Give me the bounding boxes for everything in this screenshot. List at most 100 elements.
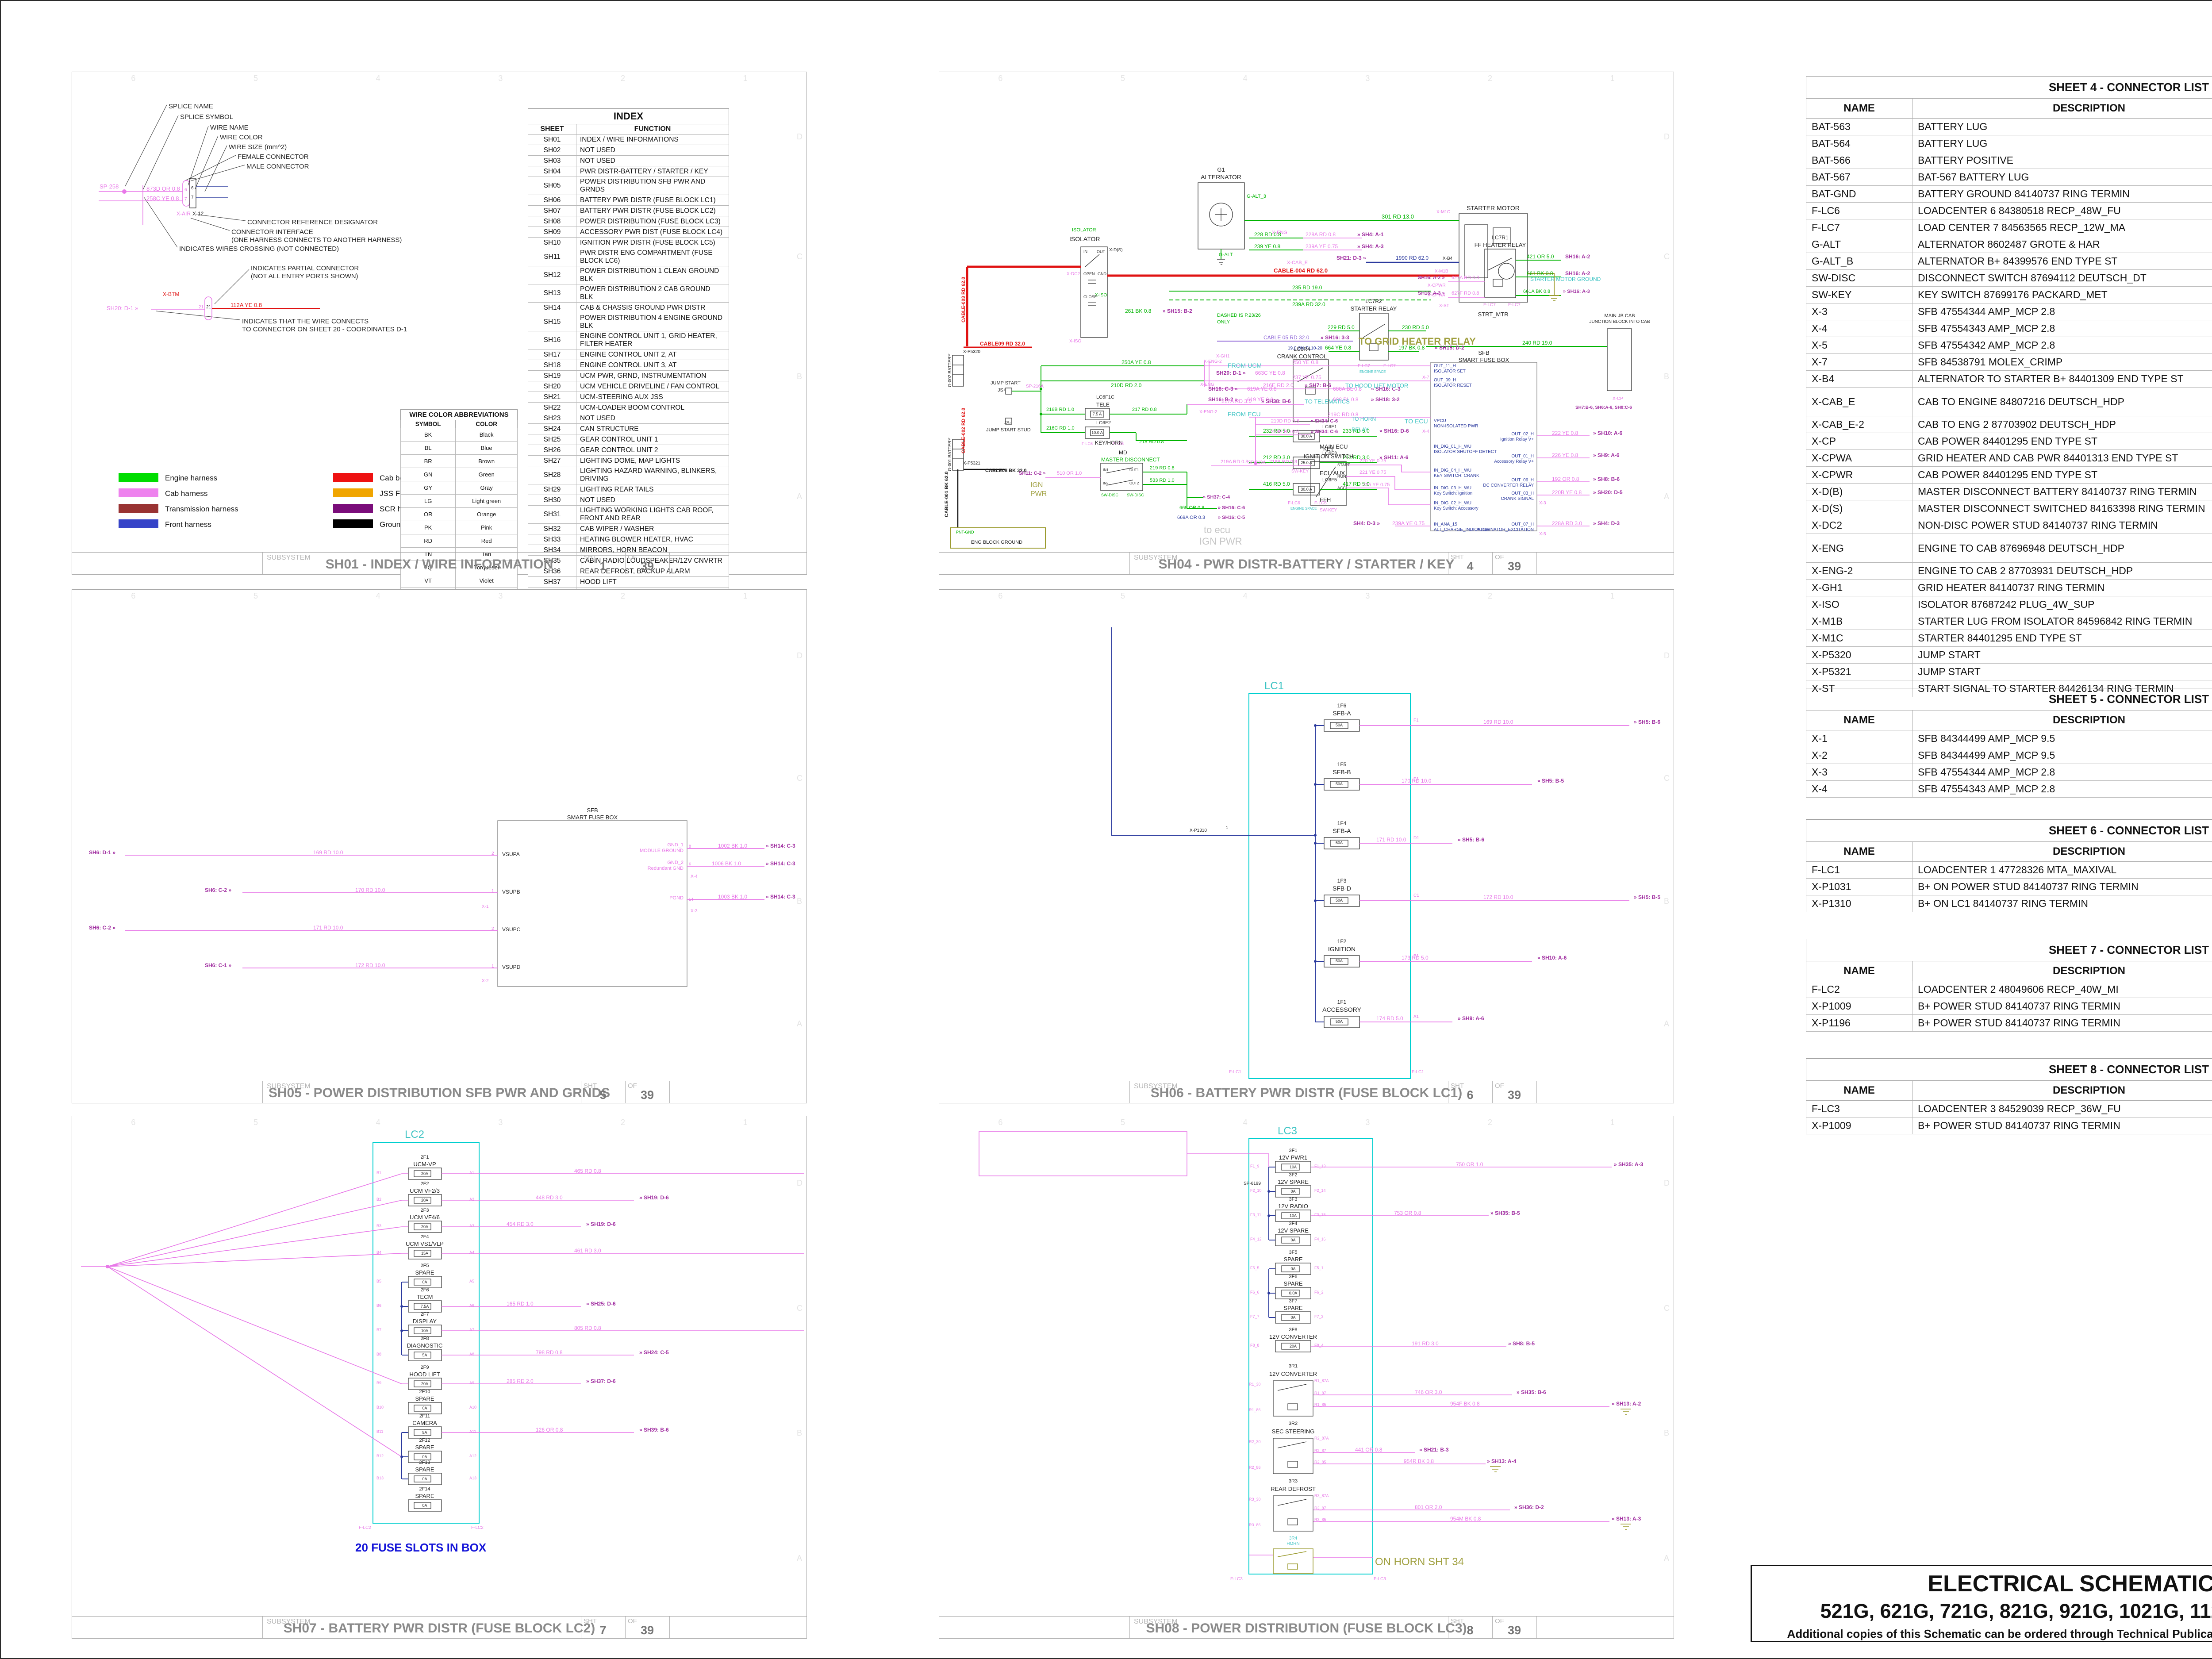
label: OUT (1097, 250, 1105, 254)
label: 21 (206, 305, 211, 310)
label: INDICATES THAT THE WIRE CONNECTS (242, 318, 369, 325)
label: » SH9: A-6 (1458, 1015, 1484, 1022)
label: F7_3 (1314, 1314, 1324, 1319)
label: 19.0 ON PL10-20 (1288, 346, 1322, 351)
label: LC3 (1278, 1125, 1298, 1137)
label: 20A (421, 1198, 429, 1202)
label: SH20: D-1 » (107, 305, 138, 311)
label: 2F7 (420, 1312, 429, 1317)
label: 441 OR 0.8 (1355, 1447, 1382, 1453)
label: » SH8: B-6 (1593, 476, 1620, 482)
label: PGND (669, 895, 684, 901)
label: 2F10 (419, 1389, 430, 1394)
label: 126 OR 0.8 (536, 1427, 563, 1433)
label: 169 RD 10.0 (1483, 719, 1513, 725)
ruler-mark: C (1664, 252, 1670, 261)
label: 5A (422, 1353, 427, 1357)
label: LC6F3 (1322, 451, 1337, 456)
label: 220B YE 0.8 (1552, 489, 1582, 495)
ruler-mark: 1 (1610, 1118, 1615, 1127)
ruler-mark: B (797, 896, 803, 906)
label: SPLICE SYMBOL (180, 113, 234, 121)
label: B13 (376, 1476, 384, 1480)
label: SH16: B-2 » (1208, 396, 1238, 403)
label: TO CONNECTOR ON SHEET 20 - COORDINATES D… (242, 326, 407, 333)
label: SFB (1478, 349, 1490, 356)
label: » SH11: A-6 (1379, 454, 1409, 461)
label: NON-ISOLATED PWR (1434, 424, 1479, 429)
label: » SH4: D-3 (1593, 520, 1620, 526)
label: IN_DIG_03_H_WU (1434, 486, 1472, 491)
label: X-ENG-2 (1204, 359, 1222, 364)
label: 213 RD 3.0 (1343, 454, 1370, 461)
label: 20A (421, 1171, 429, 1176)
legend-label: Cab harness (165, 489, 208, 498)
ruler-mark: 1 (743, 591, 748, 600)
label: DC CONVERTER RELAY (1483, 483, 1534, 488)
label: MAIN JB CAB (1604, 313, 1635, 319)
label: JS+ (998, 388, 1006, 393)
label: SFB-D (1333, 885, 1351, 892)
label: » SH16: 3-3 (1321, 334, 1349, 341)
ruler-mark: 5 (1121, 74, 1125, 83)
label: X-12 (192, 211, 204, 217)
label: CABLE-002 RD 62.0 (961, 407, 966, 453)
label: » SH37: D-6 (586, 1378, 616, 1384)
label: 1F2 (1337, 938, 1347, 945)
label: 30.0 A (1301, 487, 1312, 492)
sheet-footer: SUBSYSTEM SH06 - BATTERY PWR DISTR (FUSE… (939, 1081, 1674, 1103)
label: » SH21: B-3 (1419, 1447, 1449, 1453)
legend-swatch (333, 473, 373, 482)
label: IN1 (1103, 468, 1109, 472)
label: ISOLATOR (1072, 227, 1096, 233)
label: MALE CONNECTOR (246, 163, 309, 170)
label: » SH4: A-1 (1357, 231, 1384, 238)
label: CLOSE (1083, 295, 1097, 299)
ruler-mark: 2 (621, 1118, 626, 1127)
label: 228A RD 3.0 (1552, 520, 1582, 526)
label: 197 BK 0.8 (1398, 345, 1425, 351)
label: OUT1 (1129, 468, 1139, 472)
label: 1 (1226, 826, 1229, 830)
ruler-mark: D (797, 651, 803, 660)
list-title: SHEET 6 - CONNECTOR LIST (1806, 819, 2212, 841)
label: 12V SPARE (1278, 1227, 1309, 1234)
label: SH16: A-2 » (1418, 275, 1445, 280)
label: 2F6 (420, 1287, 429, 1293)
ruler-mark: 5 (1121, 591, 1125, 600)
label: 6 (689, 862, 691, 866)
label: F7_7 (1250, 1314, 1260, 1319)
label: FFH (1320, 496, 1331, 503)
label: 465 RD 0.8 (574, 1168, 601, 1174)
label: KEY (1323, 446, 1334, 452)
label: IGN PWR (1199, 536, 1242, 547)
label: SMART FUSE BOX (1458, 357, 1509, 363)
label: SW-KEY (1291, 469, 1309, 474)
label: SH6: C-2 » (205, 887, 232, 893)
label: G-001 BATTERY (948, 438, 952, 471)
label: CRANK CONTROL (1277, 353, 1327, 360)
label: 112A YE 0.8 (230, 302, 262, 308)
label: R1_87A (1314, 1379, 1329, 1383)
label: 50A (1335, 782, 1343, 786)
connector-list-sheet6: SHEET 6 - CONNECTOR LISTNAMEDESCRIPTIONS… (1806, 819, 2212, 912)
label: 20A (421, 1225, 429, 1229)
label: » SH38: B-6 (1261, 398, 1291, 404)
